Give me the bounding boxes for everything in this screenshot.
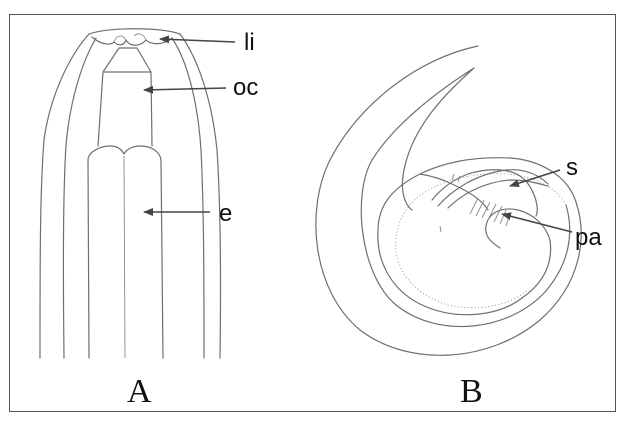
cuticle-inner-right [172, 38, 204, 358]
cuticle-outer-right [180, 34, 221, 358]
coil-outer-inner-edge [361, 68, 569, 327]
esophagus [88, 146, 163, 358]
oral-cavity [98, 48, 152, 146]
callout-arrow-pa [502, 214, 572, 232]
lip-inner [114, 34, 146, 42]
spicule [438, 170, 548, 206]
panel-label-a: A [127, 373, 152, 410]
callout-label-li: li [244, 29, 255, 56]
callout-arrow-oc [144, 88, 226, 90]
head-cap [89, 29, 180, 34]
papillae [470, 198, 510, 226]
panel-a-drawing [40, 29, 221, 358]
cuticle-inner-left [63, 38, 96, 358]
tail [486, 209, 550, 248]
lips [92, 37, 172, 45]
callout-label-e: e [219, 200, 232, 227]
callout-arrow-li [160, 39, 235, 42]
panel-b-callouts: s pa [502, 154, 602, 251]
panel-label-b: B [460, 373, 483, 410]
posterior-body [402, 68, 474, 210]
spicule-inner [448, 180, 548, 208]
callout-label-oc: oc [233, 74, 258, 101]
panel-b-drawing [316, 46, 581, 355]
callout-label-pa: pa [575, 224, 602, 251]
coil-inner-stipple [396, 174, 566, 308]
callout-arrow-s [510, 170, 560, 186]
esophagus-lumen [124, 156, 125, 358]
callout-label-s: s [566, 154, 578, 181]
cloacal-region [432, 170, 537, 216]
